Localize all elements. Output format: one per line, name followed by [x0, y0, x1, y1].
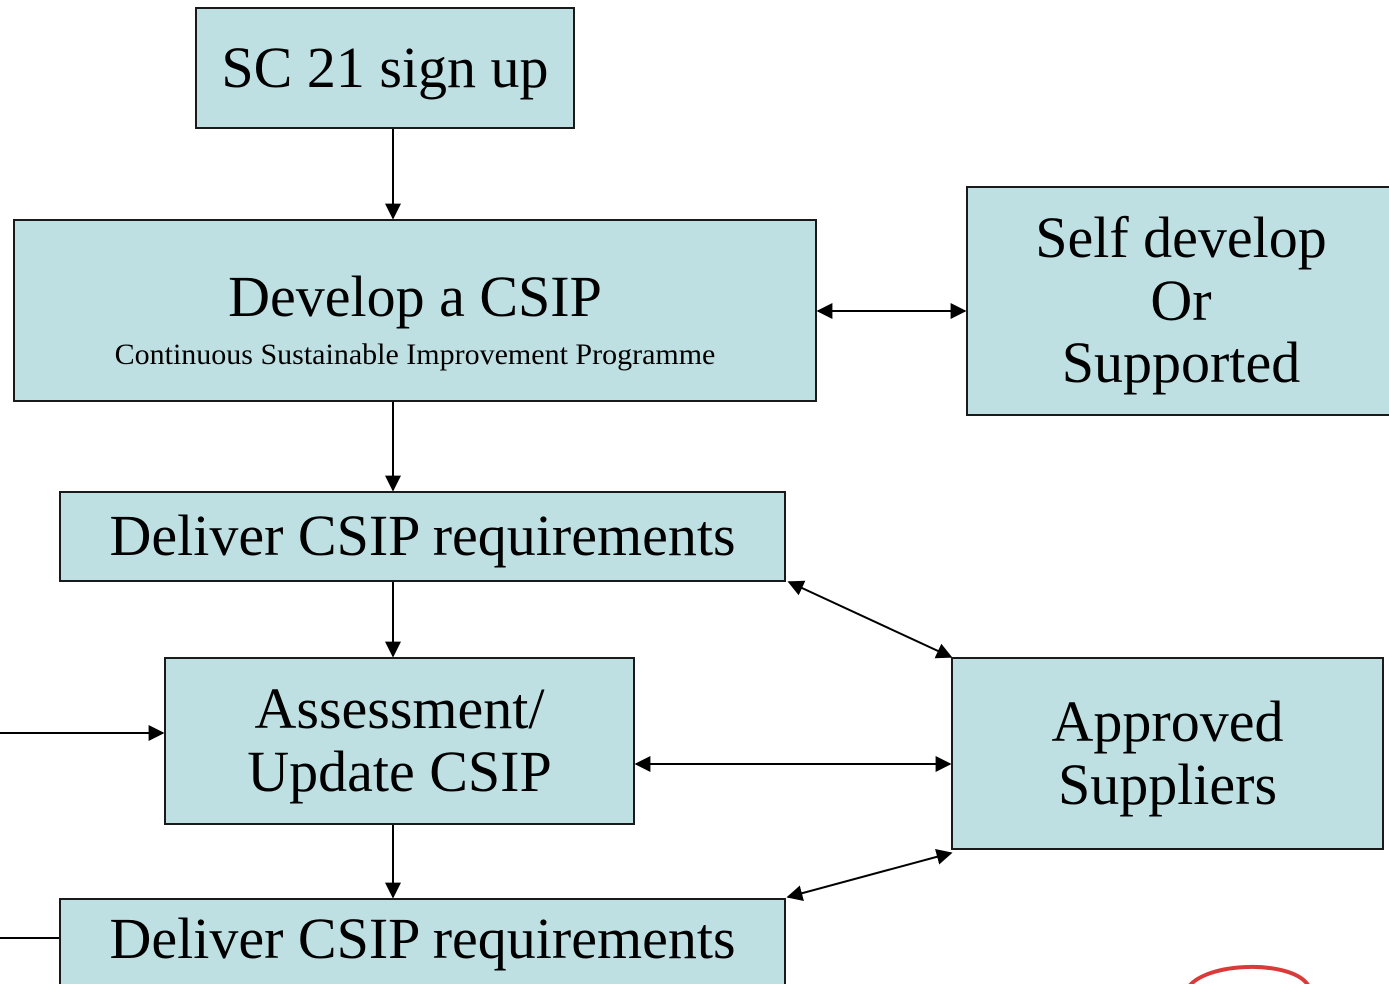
node-label-line-3: Supported [1061, 330, 1301, 396]
node-label-line-2: Or [1150, 267, 1212, 333]
node-sc21-sign-up: SC 21 sign up [195, 7, 575, 129]
node-sublabel: Continuous Sustainable Improvement Progr… [114, 337, 716, 371]
node-label-line-1: Assessment/ [254, 676, 545, 742]
node-label: Develop a CSIP [228, 264, 602, 330]
node-assessment-update-csip: Assessment/ Update CSIP [164, 657, 635, 825]
seal-logo [1188, 964, 1310, 984]
node-label-line-1: Approved [1051, 688, 1284, 754]
node-label-line-2: Suppliers [1057, 751, 1278, 817]
node-approved-suppliers: Approved Suppliers [951, 657, 1384, 850]
node-develop-csip: Develop a CSIP Continuous Sustainable Im… [13, 219, 817, 402]
node-deliver-csip-requirements-repeat: Deliver CSIP requirements [59, 898, 786, 984]
node-label: Deliver CSIP requirements [109, 503, 736, 569]
node-label: SC 21 sign up [221, 34, 549, 100]
arrow-deliver-approved [787, 580, 953, 659]
node-label: Deliver CSIP requirements [109, 906, 736, 971]
arrow-deliver2-approved [786, 849, 953, 901]
node-label-line-2: Update CSIP [247, 739, 552, 804]
node-self-develop-or-supported: Self develop Or Supported [966, 186, 1389, 416]
node-label-line-1: Self develop [1035, 205, 1327, 271]
node-deliver-csip-requirements: Deliver CSIP requirements [59, 491, 786, 582]
